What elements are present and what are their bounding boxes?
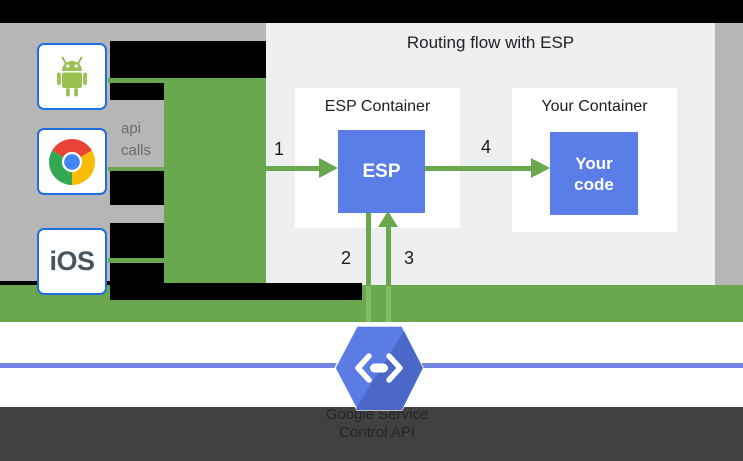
transparent-black-patch (110, 283, 362, 300)
arrow-1-line (266, 166, 320, 171)
your-code-line1: Your (575, 153, 613, 173)
esp-box: ESP (338, 130, 425, 213)
service-label: Google Service Control API (277, 406, 477, 442)
android-client-box (37, 43, 107, 110)
gray-top-strip (110, 23, 266, 41)
step-2-label: 2 (340, 248, 351, 268)
gray-right-column (715, 23, 743, 287)
code-brackets-icon (334, 325, 424, 411)
esp-box-label: ESP (362, 160, 401, 182)
android-robot-icon (57, 56, 87, 96)
arrow-4-line (425, 166, 532, 171)
ios-label: iOS (49, 246, 95, 276)
your-code-box: Your code (550, 132, 638, 215)
ios-client-box: iOS (37, 228, 107, 295)
diagram-title: Routing flow with ESP (406, 33, 575, 52)
arrow-2-bar-overlay (366, 286, 371, 322)
arrow-1-head (319, 158, 338, 178)
your-container-title: Your Container (541, 98, 648, 115)
esp-container-title: ESP Container (324, 98, 431, 115)
step-4-label: 4 (480, 137, 491, 157)
arrow-3-head (378, 211, 398, 227)
chrome-request-arrow (108, 166, 166, 171)
gray-connector-chrome-row (110, 100, 164, 168)
your-code-line2: code (574, 174, 614, 194)
gray-connector-ios-row (110, 205, 164, 223)
footer-bar (0, 407, 743, 461)
android-request-arrow (108, 78, 166, 83)
arrow-3-line (386, 227, 391, 327)
arrow-2-line (366, 213, 371, 327)
api-calls-line2: calls (121, 142, 152, 159)
step-1-label: 1 (273, 139, 284, 159)
service-label-line2: Control API (339, 424, 415, 441)
green-flow-rectangle (164, 78, 266, 322)
step-3-label: 3 (403, 248, 414, 268)
arrow-3-bar-overlay (386, 286, 391, 322)
ios-request-arrow (108, 258, 166, 263)
api-calls-line1: api (121, 120, 142, 137)
chrome-client-box (37, 128, 107, 195)
cloud-endpoints-hexagon-icon (334, 325, 424, 411)
arrow-4-head (531, 158, 550, 178)
chrome-browser-icon (49, 138, 95, 185)
api-calls-label: api calls (121, 118, 191, 162)
